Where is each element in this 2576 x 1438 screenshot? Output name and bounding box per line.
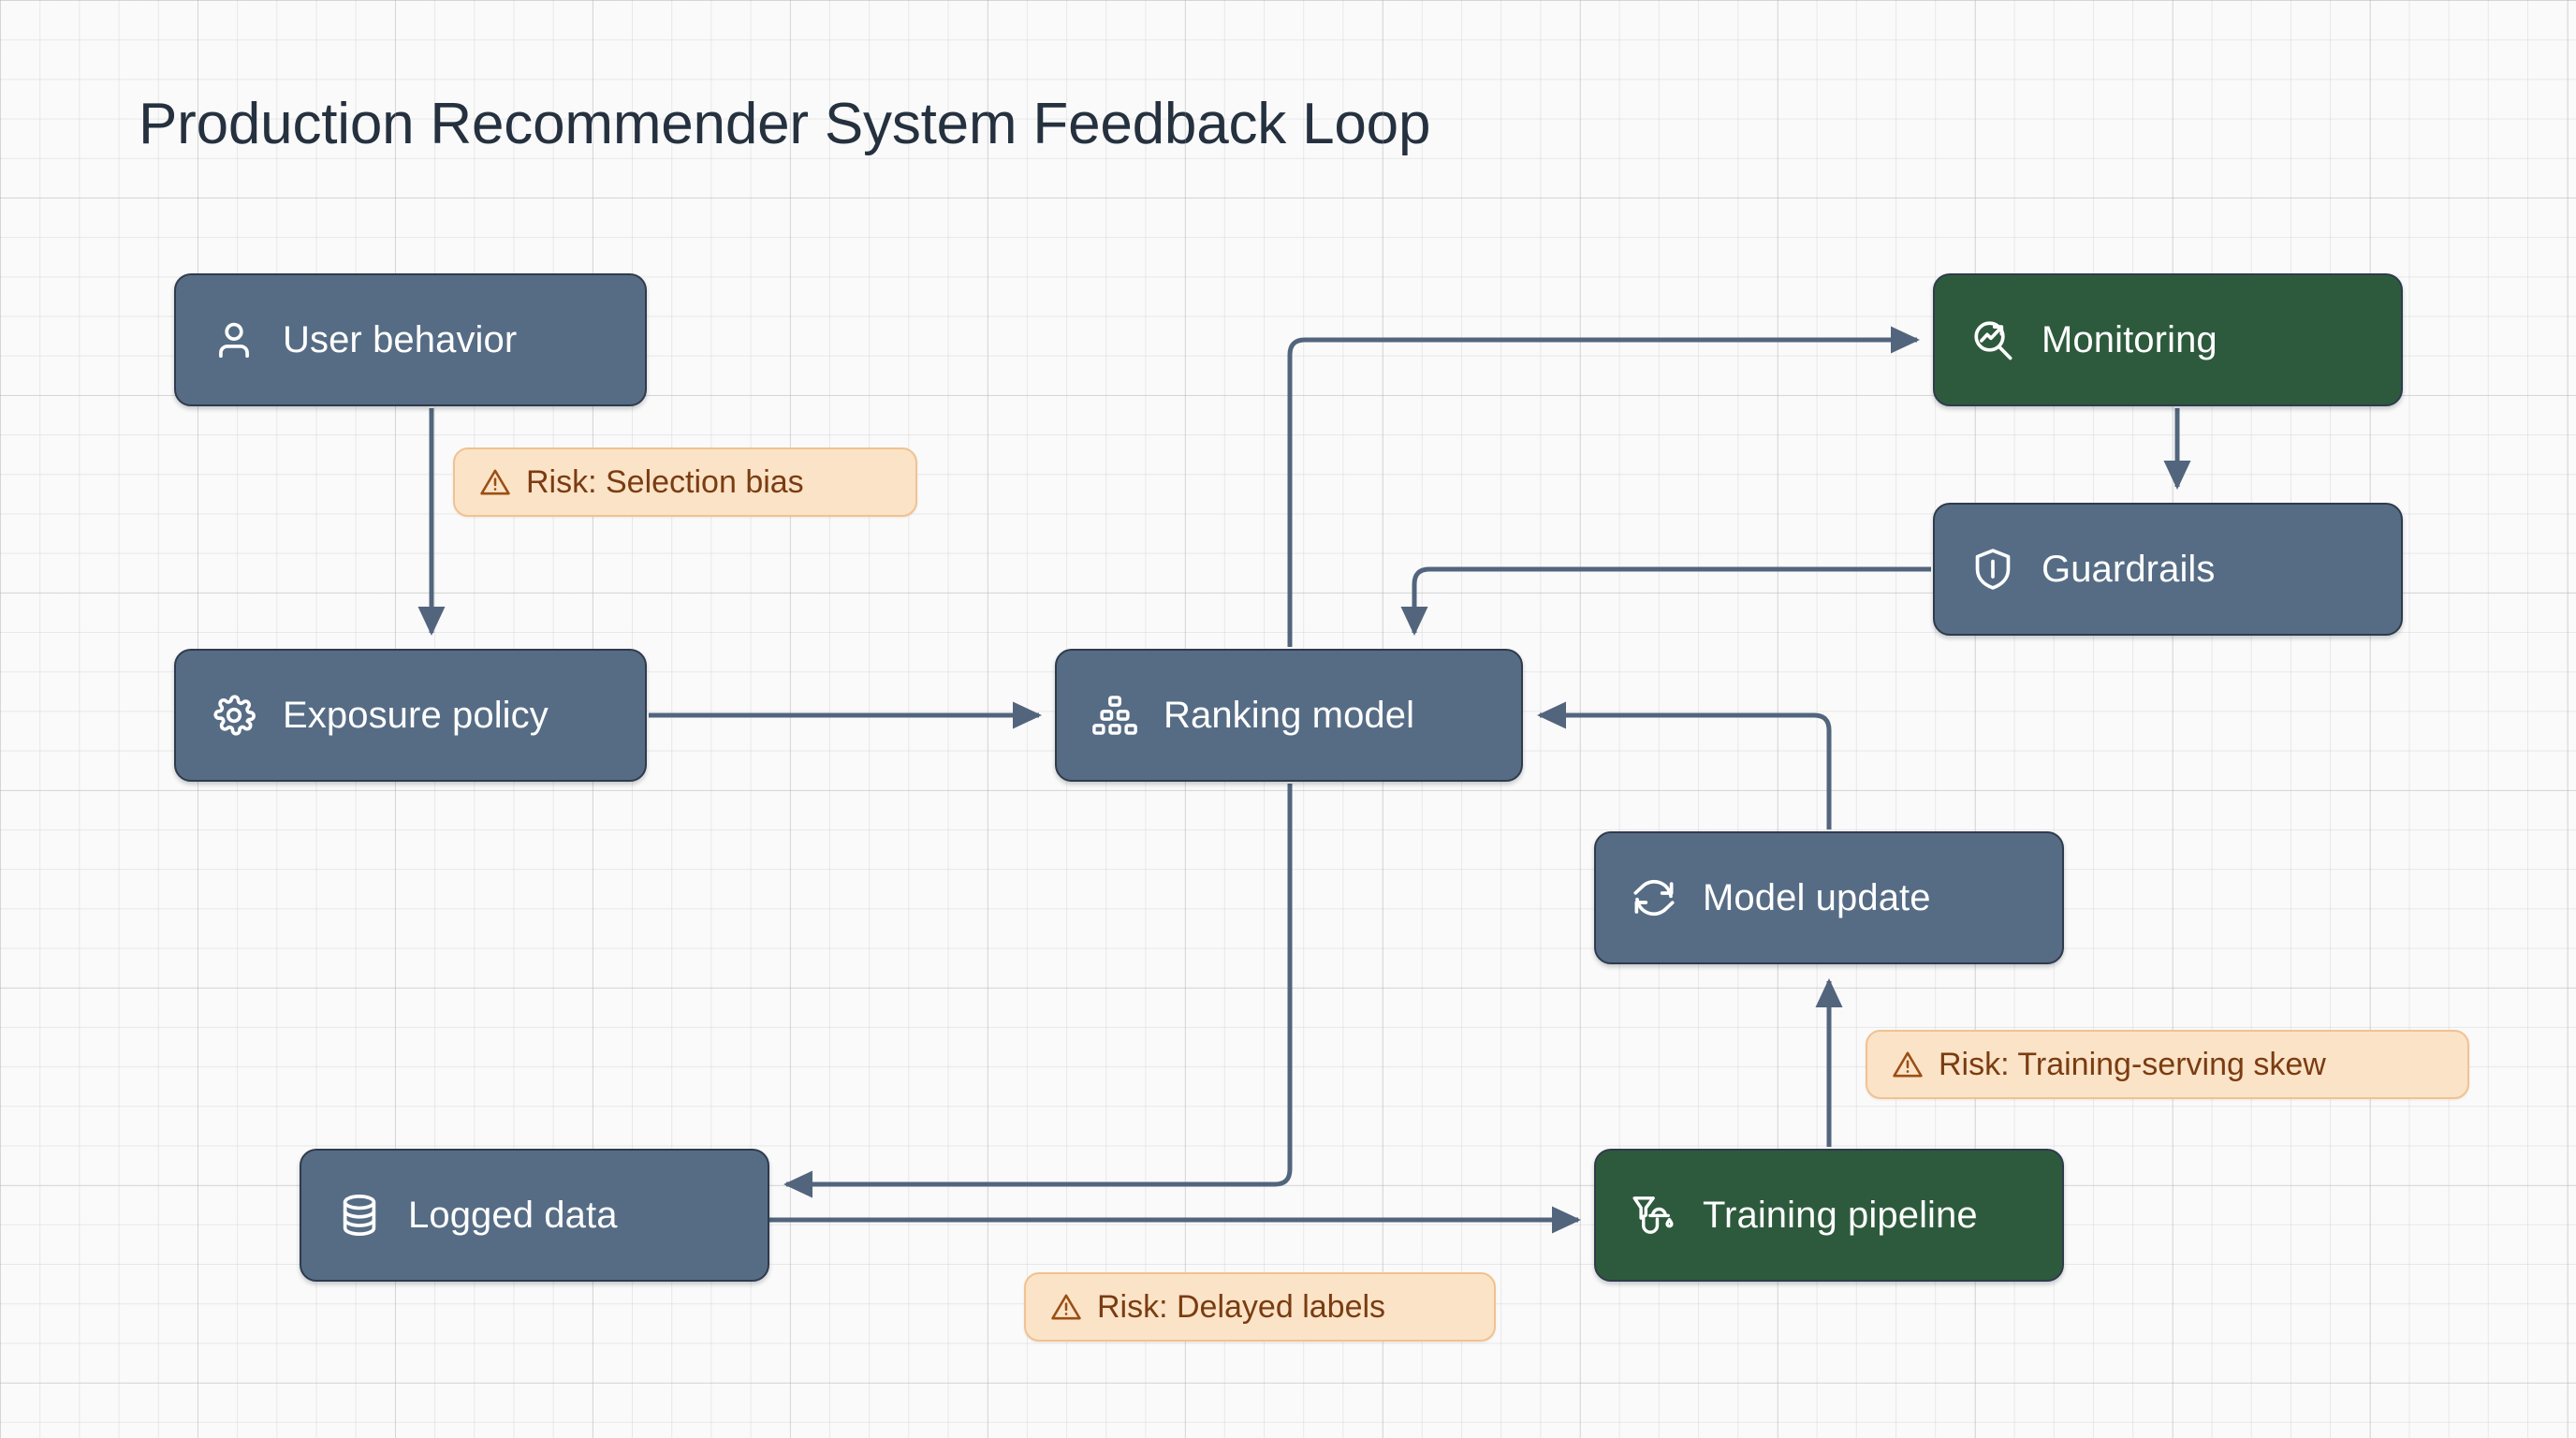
page-title: Production Recommender System Feedback L… — [139, 92, 1431, 156]
node-logged-data[interactable]: Logged data — [300, 1149, 769, 1282]
risk-badge-delayed-labels[interactable]: Risk: Delayed labels — [1024, 1272, 1496, 1342]
node-label: Monitoring — [2042, 318, 2217, 360]
risk-badge-training-serving-skew[interactable]: Risk: Training-serving skew — [1866, 1030, 2469, 1099]
node-label: Exposure policy — [283, 694, 549, 736]
node-ranking-model[interactable]: Ranking model — [1055, 649, 1523, 782]
node-label: Logged data — [408, 1194, 618, 1236]
gear-icon — [213, 695, 256, 736]
node-label: Ranking model — [1164, 694, 1415, 736]
risk-label: Risk: Delayed labels — [1097, 1288, 1386, 1325]
edge-ranking-to-logged — [783, 784, 1293, 1198]
node-exposure-policy[interactable]: Exposure policy — [174, 649, 647, 782]
warning-triangle-icon — [1893, 1051, 1923, 1078]
node-guardrails[interactable]: Guardrails — [1933, 503, 2403, 636]
node-model-update[interactable]: Model update — [1594, 831, 2064, 964]
hierarchy-icon — [1092, 696, 1137, 735]
risk-label: Risk: Selection bias — [526, 463, 804, 500]
node-user-behavior[interactable]: User behavior — [174, 273, 647, 406]
database-icon — [343, 1195, 376, 1236]
warning-triangle-icon — [1051, 1294, 1081, 1320]
node-training-pipeline[interactable]: Training pipeline — [1594, 1149, 2064, 1282]
node-monitoring[interactable]: Monitoring — [1933, 273, 2403, 406]
edge-update-to-ranking — [1536, 701, 1832, 829]
node-label: Model update — [1703, 876, 1931, 918]
trend-search-icon — [1974, 321, 2012, 360]
node-label: Guardrails — [2042, 548, 2216, 590]
shield-icon — [1975, 549, 2011, 590]
risk-label: Risk: Training-serving skew — [1939, 1046, 2326, 1082]
node-label: Training pipeline — [1703, 1194, 1978, 1236]
warning-triangle-icon — [480, 469, 510, 495]
refresh-icon — [1633, 879, 1675, 917]
funnel-pipe-icon — [1632, 1196, 1674, 1234]
edge-guardrails-to-ranking — [1400, 566, 1931, 637]
risk-badge-selection-bias[interactable]: Risk: Selection bias — [453, 448, 917, 517]
node-label: User behavior — [283, 318, 518, 360]
edge-ranking-to-monitoring — [1287, 326, 1921, 647]
person-icon — [219, 322, 249, 359]
